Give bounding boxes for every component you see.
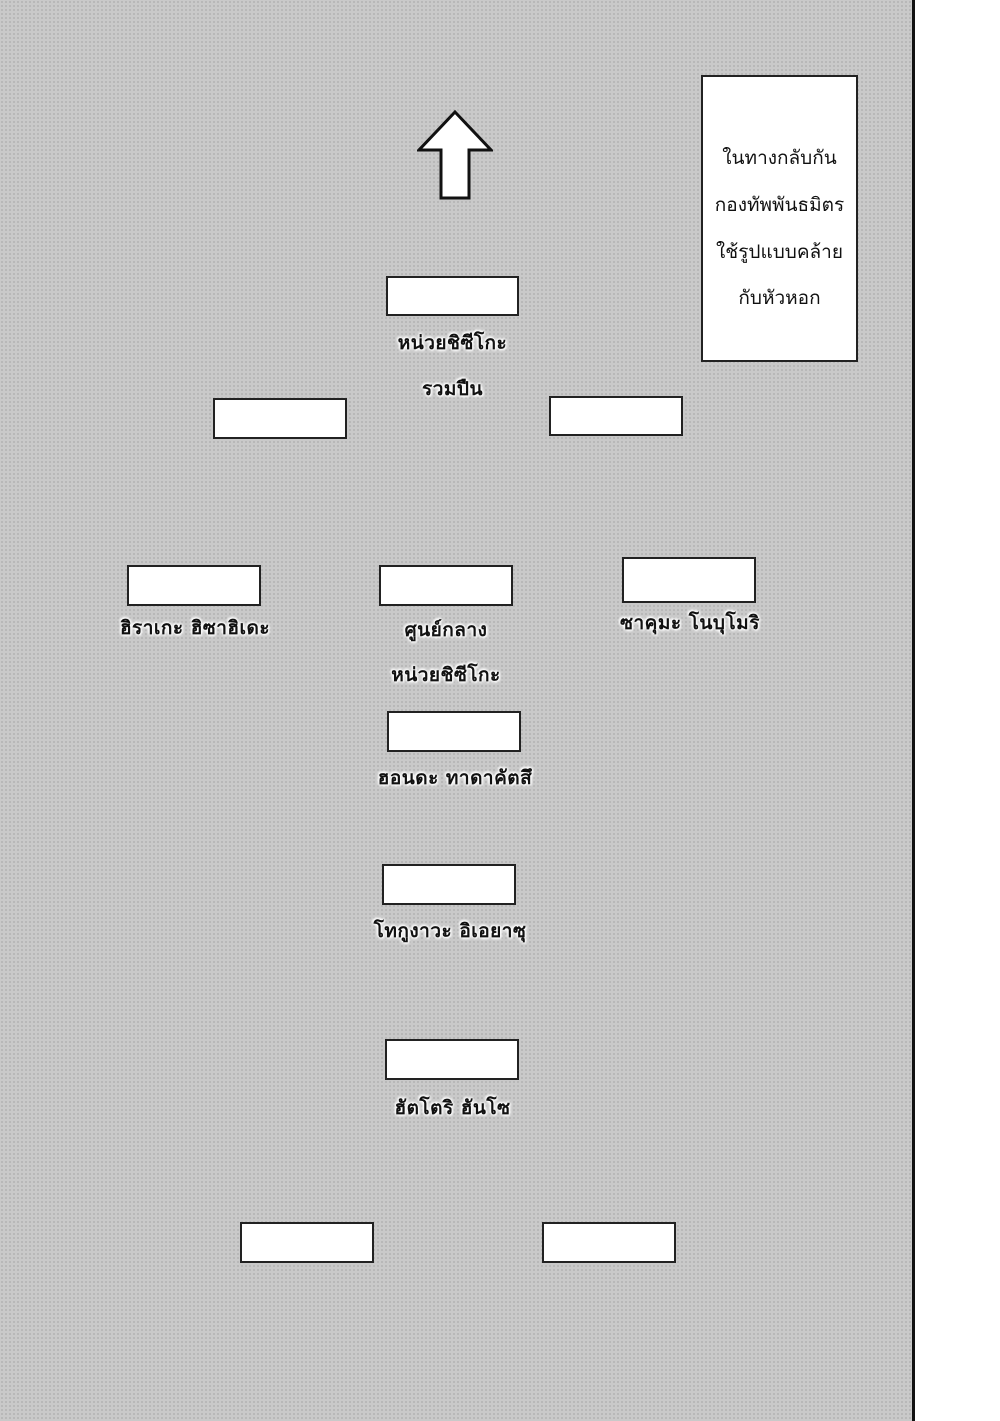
unit-box-left-flank bbox=[213, 398, 347, 439]
narration-line-1: ในทางกลับกัน bbox=[722, 147, 837, 169]
unit-box-right-flank bbox=[549, 396, 683, 436]
unit-box-center bbox=[379, 565, 513, 606]
unit-label-gun-2: รวมปืน bbox=[422, 378, 483, 400]
narration-line-4: กับหัวหอก bbox=[738, 287, 821, 309]
unit-label-hattori: ฮัตโตริ ฮันโซ bbox=[394, 1097, 511, 1119]
unit-label-hiragate: ฮิราเกะ ฮิซาฮิเดะ bbox=[119, 617, 271, 639]
unit-box-sakuma bbox=[622, 557, 756, 603]
unit-box-hattori bbox=[385, 1039, 519, 1080]
unit-label-honda: ฮอนดะ ทาดาคัตสึ bbox=[377, 767, 533, 789]
narration-line-2: กองทัพพันธมิตร bbox=[714, 194, 845, 216]
unit-label-center-1: ศูนย์กลาง bbox=[404, 619, 488, 641]
manga-panel: ในทางกลับกัน กองทัพพันธมิตร ใช้รูปแบบคล้… bbox=[0, 0, 915, 1421]
unit-label-gun-1: หน่วยชิซีโกะ bbox=[397, 332, 508, 354]
narration-line-3: ใช้รูปแบบคล้าย bbox=[716, 241, 843, 263]
unit-box-honda bbox=[387, 711, 521, 752]
narration-box: ในทางกลับกัน กองทัพพันธมิตร ใช้รูปแบบคล้… bbox=[701, 75, 858, 362]
unit-box-gun bbox=[386, 276, 519, 316]
unit-label-tokugawa: โทกูงาวะ อิเอยาซุ bbox=[373, 920, 527, 942]
unit-box-tokugawa bbox=[382, 864, 516, 905]
unit-box-hiragate bbox=[127, 565, 261, 606]
unit-label-sakuma: ซาคุมะ โนบุโมริ bbox=[620, 612, 760, 634]
unit-box-rear-right bbox=[542, 1222, 676, 1263]
unit-label-center-2: หน่วยชิซีโกะ bbox=[391, 664, 501, 686]
up-arrow-icon bbox=[417, 110, 493, 200]
unit-box-rear-left bbox=[240, 1222, 374, 1263]
